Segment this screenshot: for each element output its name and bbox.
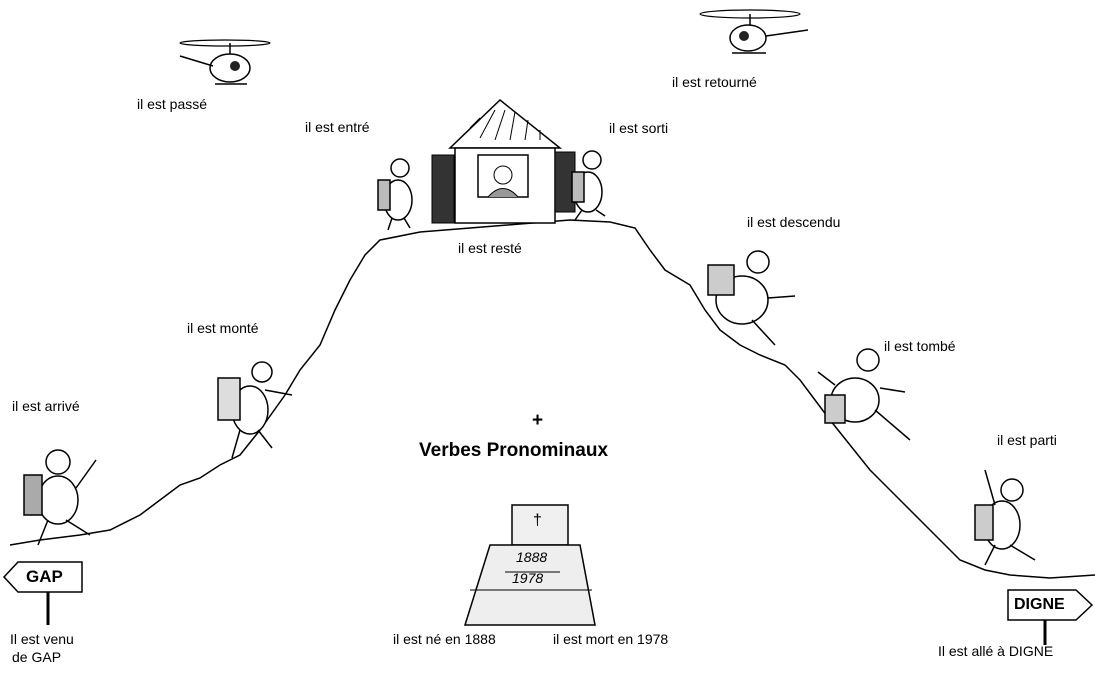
label-passe: il est passé xyxy=(137,96,208,112)
helicopter-icon xyxy=(699,9,809,54)
label-alle: Il est allé à DIGNE xyxy=(938,643,1054,659)
label-descendu: il est descendu xyxy=(747,214,841,230)
tombstone-year-birth: 1888 xyxy=(516,549,548,565)
center-title: Verbes Pronominaux xyxy=(419,440,609,461)
plus-sign: + xyxy=(532,410,544,431)
label-venu-line2: de GAP xyxy=(12,649,62,665)
label-monte: il est monté xyxy=(187,320,259,336)
hiker-figure xyxy=(707,250,796,346)
label-parti: il est parti xyxy=(997,432,1057,448)
hiker-figure xyxy=(571,150,606,221)
label-venu-line1: Il est venu xyxy=(10,631,74,647)
hut-icon xyxy=(431,99,576,224)
signpost-gap xyxy=(2,561,83,625)
label-entre: il est entré xyxy=(305,119,370,135)
label-sorti: il est sorti xyxy=(609,120,669,136)
label-mort: il est mort en 1978 xyxy=(553,631,669,647)
hiker-figure xyxy=(217,361,293,459)
hiker-figure xyxy=(817,348,911,441)
sign-digne-text: DIGNE xyxy=(1014,596,1065,613)
helicopter-icon xyxy=(179,39,271,85)
label-tombe: il est tombé xyxy=(884,338,956,354)
hiker-figure xyxy=(377,158,413,231)
hiker-figure xyxy=(974,469,1036,566)
tombstone-icon xyxy=(463,504,596,626)
label-retourne: il est retourné xyxy=(672,74,757,90)
label-ne: il est né en 1888 xyxy=(393,631,496,647)
sign-gap-text: GAP xyxy=(26,567,63,586)
label-arrive: il est arrivé xyxy=(12,398,80,414)
signpost-digne xyxy=(1007,589,1094,645)
mountain-outline xyxy=(9,219,1095,579)
hiker-figure xyxy=(23,449,97,546)
label-reste: il est resté xyxy=(458,240,522,256)
tombstone-cross: † xyxy=(533,512,542,529)
tombstone-year-death: 1978 xyxy=(512,570,544,586)
